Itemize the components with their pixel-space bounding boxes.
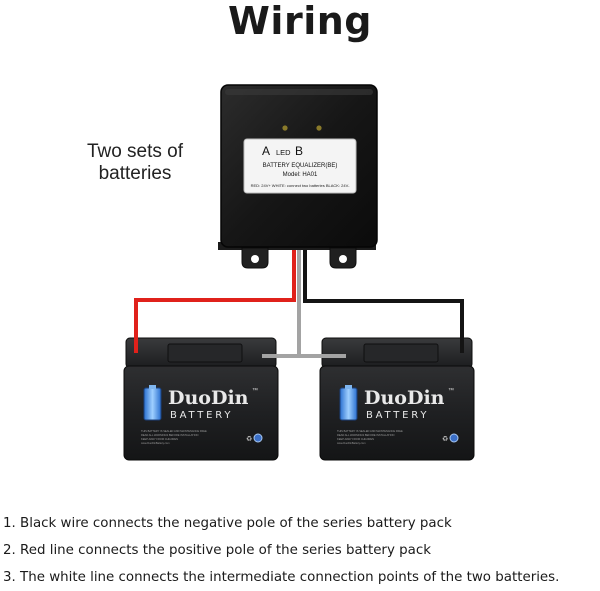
note-red-wire: 2. Red line connects the positive pole o… <box>3 543 431 558</box>
fine-print-line: KEEP AWAY FROM CHILDREN <box>337 437 374 441</box>
fine-print-line: THIS BATTERY IS SEALED AND MAINTENANCE F… <box>337 429 403 433</box>
led-b-text: B <box>295 144 303 158</box>
battery-trademark: ™ <box>252 387 258 394</box>
fine-print-line: www.DuoDinBattery.com <box>141 441 170 445</box>
led-text: LED <box>276 148 291 157</box>
recycle-icon <box>253 433 263 443</box>
led-a-indicator <box>282 125 288 131</box>
equalizer-name: BATTERY EQUALIZER(BE) <box>263 163 338 169</box>
note-white-wire: 3. The white line connects the intermedi… <box>3 570 560 585</box>
battery-fine-print: THIS BATTERY IS SEALED AND MAINTENANCE F… <box>337 429 403 445</box>
led-b-indicator <box>316 125 322 131</box>
equalizer-wiring-note: RED: 24V+ WHITE: connect two batteries B… <box>251 183 350 188</box>
battery-subtitle: BATTERY <box>366 410 429 421</box>
battery-cell-icon <box>143 387 162 421</box>
note-black-wire: 1. Black wire connects the negative pole… <box>3 516 452 531</box>
fine-print-line: READ ALL WARNINGS BEFORE INSTALLATION <box>141 433 198 437</box>
battery-equalizer: A LED B BATTERY EQUALIZER(BE) Model: HA0… <box>218 84 378 269</box>
batteries-sets-label: Two sets of batteries <box>86 141 184 184</box>
battery-brand: DuoDin <box>168 387 249 409</box>
fine-print-line: KEEP AWAY FROM CHILDREN <box>141 437 178 441</box>
wiring-notes: 1. Black wire connects the negative pole… <box>3 510 600 591</box>
battery-right: DuoDin ™ BATTERY THIS BATTERY IS SEALED … <box>319 337 475 461</box>
led-a-text: A <box>262 144 270 158</box>
equalizer-label <box>243 138 357 194</box>
wiring-diagram: A LED B BATTERY EQUALIZER(BE) Model: HA0… <box>123 84 475 461</box>
fine-print-line: READ ALL WARNINGS BEFORE INSTALLATION <box>337 433 394 437</box>
battery-left: DuoDin ™ BATTERY THIS BATTERY IS SEALED … <box>123 337 279 461</box>
equalizer-model: Model: HA01 <box>283 172 318 178</box>
red-wire <box>134 246 296 352</box>
battery-cell-icon <box>339 387 358 421</box>
fine-print-line: THIS BATTERY IS SEALED AND MAINTENANCE F… <box>141 429 207 433</box>
bin-icon: ♻ <box>246 435 252 443</box>
bin-icon: ♻ <box>442 435 448 443</box>
page-title: Wiring <box>228 0 372 43</box>
black-wire <box>303 246 464 352</box>
recycle-icon <box>449 433 459 443</box>
battery-trademark: ™ <box>448 387 454 394</box>
battery-brand: DuoDin <box>364 387 445 409</box>
battery-subtitle: BATTERY <box>170 410 233 421</box>
battery-fine-print: THIS BATTERY IS SEALED AND MAINTENANCE F… <box>141 429 207 445</box>
fine-print-line: www.DuoDinBattery.com <box>337 441 366 445</box>
